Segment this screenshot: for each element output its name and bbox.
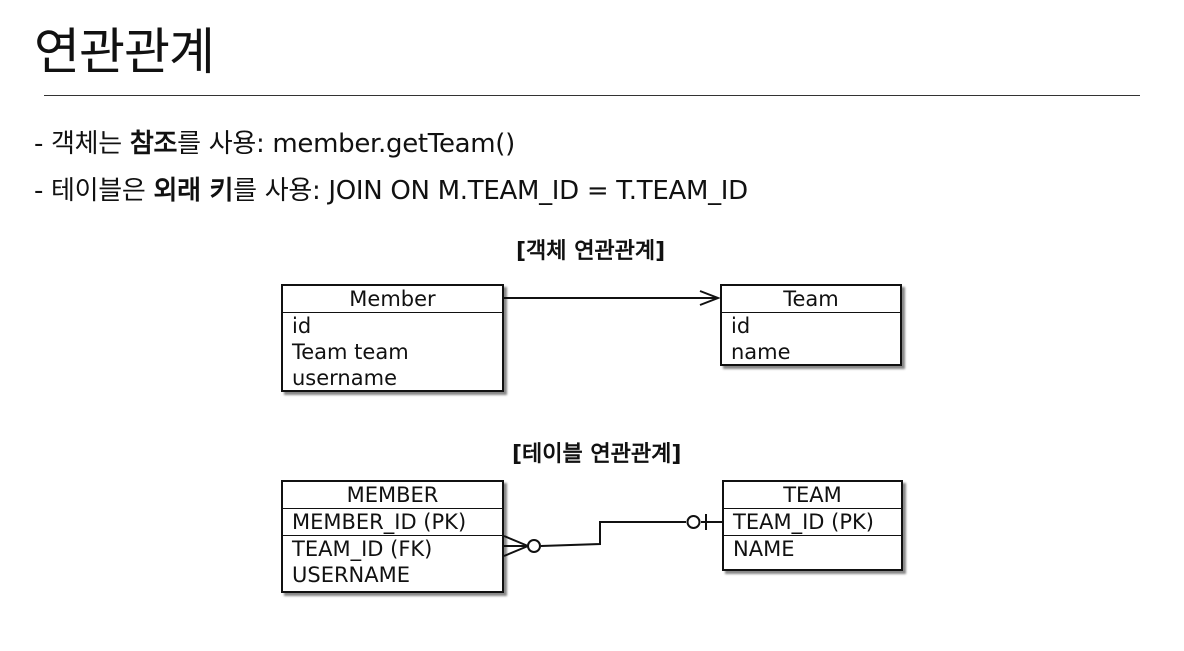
member-column-username: USERNAME [292,563,411,587]
member-field-id: id [292,314,312,338]
bullet-1-prefix: - 객체는 [34,129,130,159]
team-class-name: Team [722,286,900,313]
page-title: 연관관계 [34,23,215,81]
team-table-name: TEAM [724,482,901,509]
member-field-team: Team team [292,340,409,364]
bullet-object-reference: - 객체는 참조를 사용: member.getTeam() [34,128,515,160]
bullet-1-suffix: 를 사용: member.getTeam() [177,129,515,159]
team-column-team-id: TEAM_ID (PK) [724,509,901,536]
team-field-name: name [731,340,791,364]
object-diagram-caption: [객체 연관관계] [516,239,666,264]
member-to-team-arrow [504,290,721,306]
bullet-1-bold: 참조 [129,129,178,159]
member-class-name: Member [283,286,502,313]
team-field-id: id [731,314,751,338]
member-class-box: Member id Team team username [281,284,504,392]
bullet-foreign-key: - 테이블은 외래 키를 사용: JOIN ON M.TEAM_ID = T.T… [34,175,748,207]
member-column-member-id: MEMBER_ID (PK) [283,509,502,536]
table-diagram-caption: [테이블 연관관계] [512,442,682,467]
team-table-box: TEAM TEAM_ID (PK) NAME [722,480,903,571]
bullet-2-suffix: 를 사용: JOIN ON M.TEAM_ID = T.TEAM_ID [233,176,748,206]
member-table-box: MEMBER MEMBER_ID (PK) TEAM_ID (FK) USERN… [281,480,504,593]
member-table-name: MEMBER [283,482,502,509]
team-member-relationship-line [503,514,722,557]
member-column-team-id: TEAM_ID (FK) [292,537,433,561]
member-field-username: username [292,366,397,390]
bullet-2-bold: 외래 키 [153,176,234,206]
bullet-2-prefix: - 테이블은 [34,176,154,206]
title-divider [44,95,1140,96]
team-class-box: Team id name [720,284,902,366]
team-column-name: NAME [733,537,795,561]
